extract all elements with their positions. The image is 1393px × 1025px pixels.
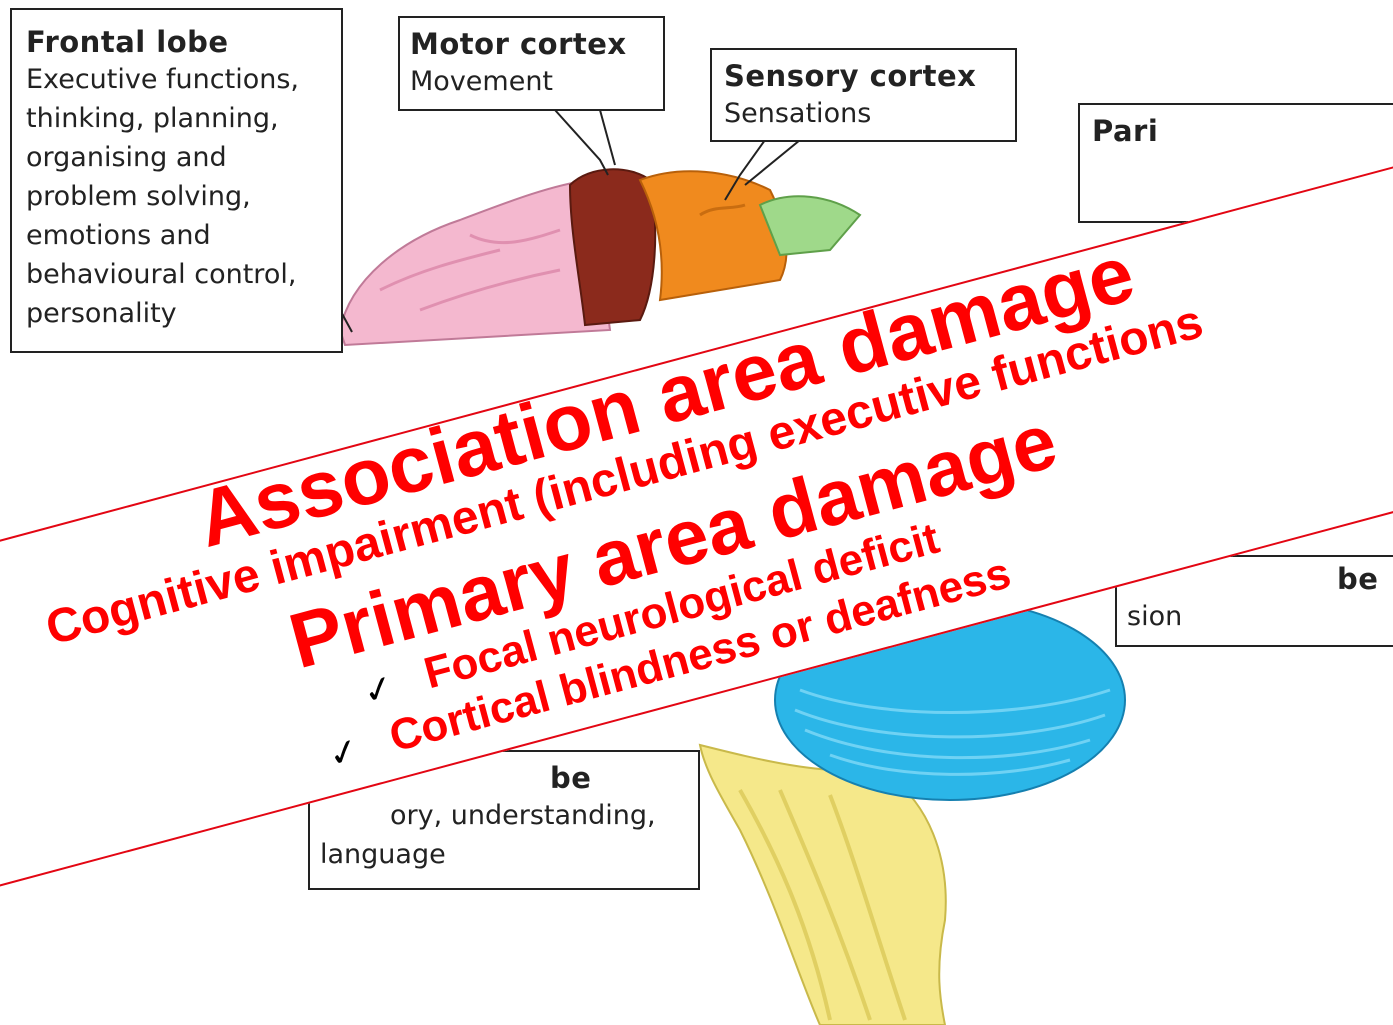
motor-cortex-label: Motor cortex Movement <box>398 16 665 111</box>
frontal-lobe-line: behavioural control, <box>26 255 341 294</box>
occipital-lobe-body: sion <box>1127 597 1393 636</box>
frontal-lobe-line: emotions and <box>26 216 341 255</box>
frontal-lobe-line: organising and <box>26 138 341 177</box>
frontal-lobe-line: Executive functions, <box>26 60 341 99</box>
temporal-lobe-line: language <box>320 835 698 874</box>
motor-cortex-title: Motor cortex <box>410 26 663 62</box>
frontal-lobe-title: Frontal lobe <box>26 24 341 60</box>
sensory-cortex <box>640 171 787 300</box>
frontal-lobe-line: problem solving, <box>26 177 341 216</box>
motor-cortex <box>570 169 655 325</box>
frontal-lobe-label: Frontal lobe Executive functions, thinki… <box>10 8 343 353</box>
checkmark-icon: ✓ <box>324 730 364 777</box>
parietal-lobe-title: Pari <box>1092 113 1393 149</box>
sensory-cortex-label: Sensory cortex Sensations <box>710 48 1017 142</box>
sensory-cortex-title: Sensory cortex <box>724 58 1015 94</box>
frontal-lobe <box>340 180 610 345</box>
checkmark-icon: ✓ <box>359 667 399 714</box>
temporal-lobe-line: ory, understanding, <box>320 796 698 835</box>
frontal-lobe-line: thinking, planning, <box>26 99 341 138</box>
sensory-cortex-body: Sensations <box>724 94 1015 133</box>
frontal-lobe-line: personality <box>26 294 341 333</box>
motor-cortex-body: Movement <box>410 62 663 101</box>
